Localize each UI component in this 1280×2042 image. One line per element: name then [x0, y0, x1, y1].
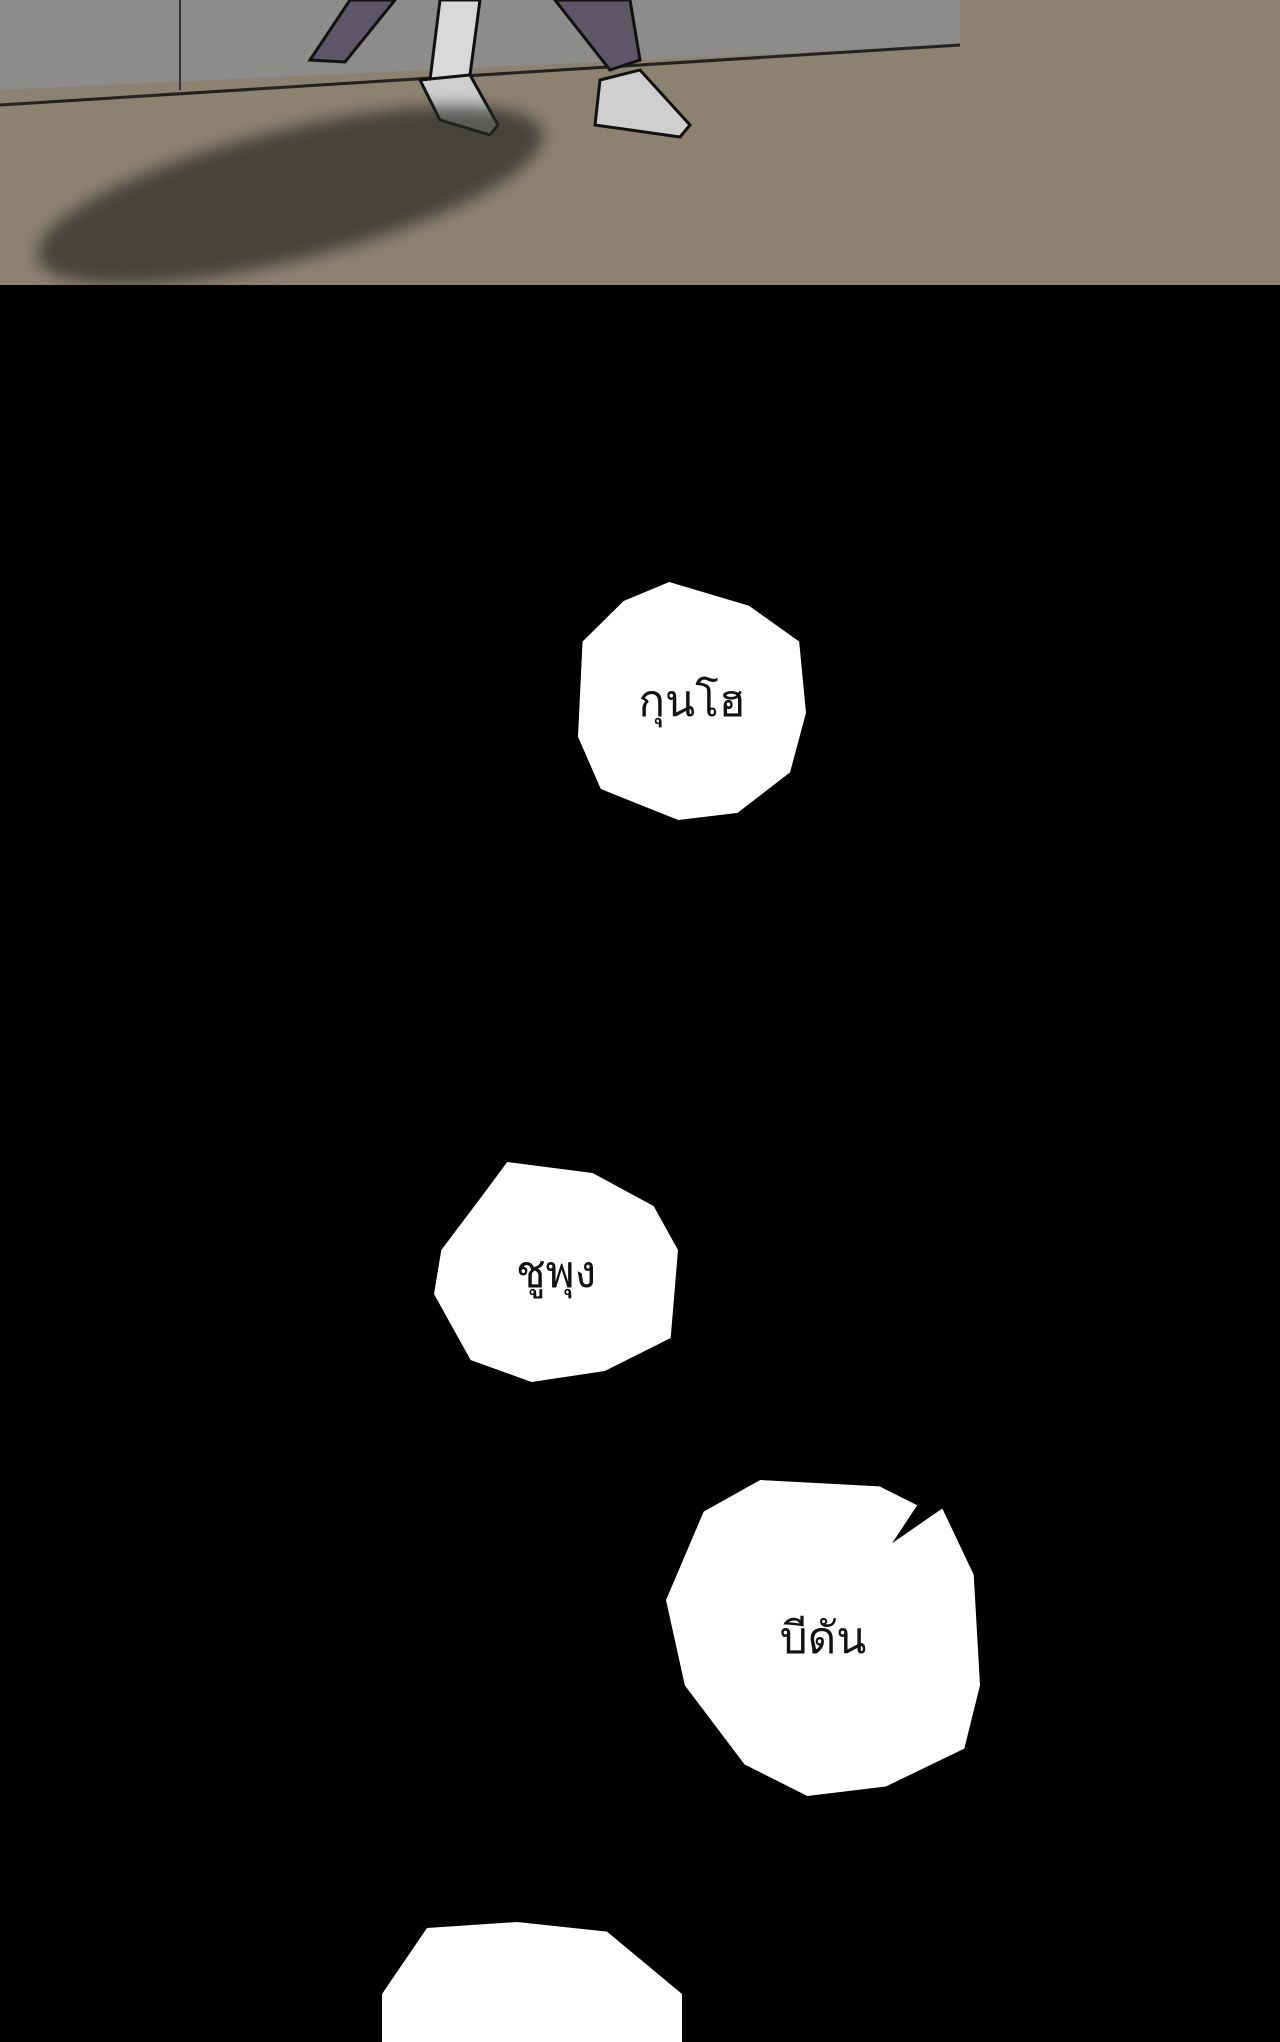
speech-bubble-4 [382, 1922, 682, 2042]
speech-bubble-3: บีดัน [666, 1480, 980, 1796]
speech-bubble-1: กุนโฮ [578, 582, 806, 820]
speech-bubble-2: ชูพุง [434, 1162, 678, 1382]
bubble-text: ชูพุง [515, 1247, 597, 1298]
bubble-text: กุนโฮ [638, 676, 746, 727]
comic-panel-street [0, 0, 1280, 285]
bubble-text: บีดัน [779, 1613, 867, 1664]
